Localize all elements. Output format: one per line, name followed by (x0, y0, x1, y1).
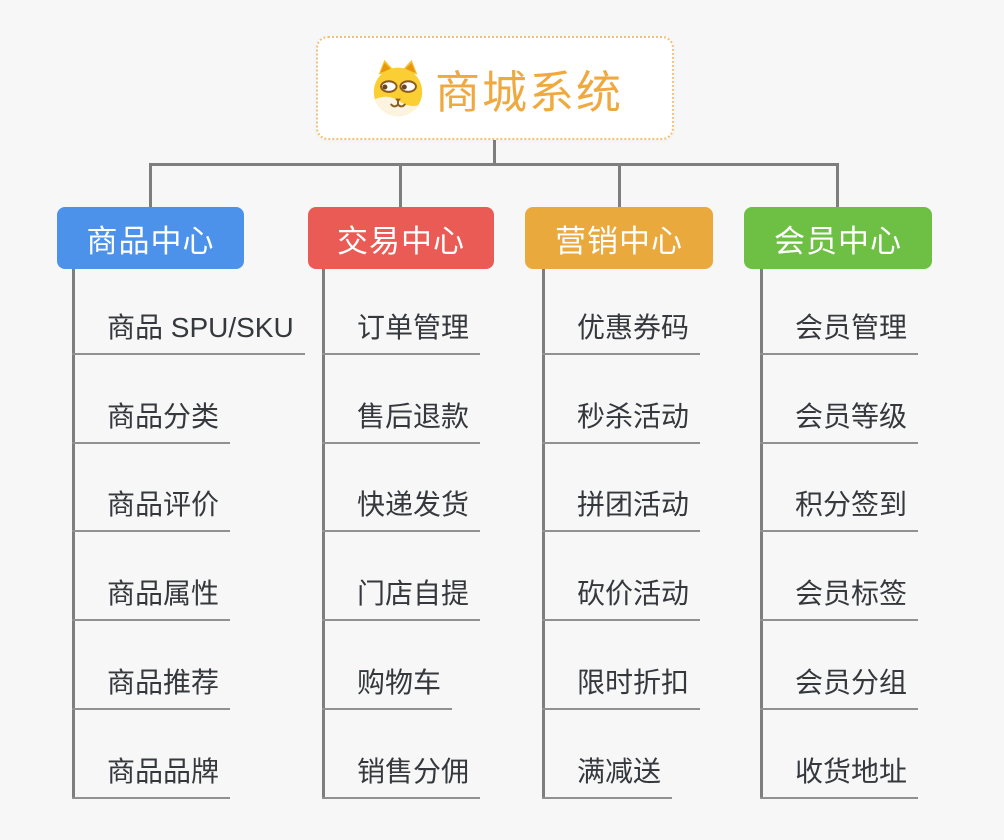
tree-item-label[interactable]: 收货地址 (760, 750, 919, 799)
tree-item-label[interactable]: 限时折扣 (542, 661, 701, 710)
tree-item: 满减送 (542, 710, 804, 799)
connector-stub-branch-2 (399, 163, 402, 208)
tree-item-label[interactable]: 商品品牌 (72, 750, 231, 799)
tree-item-label[interactable]: 销售分佣 (322, 750, 481, 799)
tree-item-label[interactable]: 门店自提 (322, 572, 481, 622)
tree-item-label[interactable]: 会员管理 (760, 306, 919, 355)
tree-item-label[interactable]: 满减送 (542, 750, 673, 799)
tree-item: 商品品牌 (72, 710, 334, 799)
branch-header-trade-center[interactable]: 交易中心 (308, 207, 494, 269)
root-title: 商城系统 (434, 66, 623, 118)
branch-header-marketing-center[interactable]: 营销中心 (525, 207, 713, 269)
tree-item-label[interactable]: 会员标签 (760, 572, 919, 622)
tree-item: 拼团活动 (542, 444, 804, 533)
tree-item: 快递发货 (322, 444, 584, 533)
tree-item-label[interactable]: 购物车 (322, 661, 453, 710)
shiba-dog-icon (373, 59, 423, 117)
tree-item-label[interactable]: 会员等级 (760, 395, 919, 444)
tree-item: 销售分佣 (322, 710, 584, 799)
tree-item-label[interactable]: 快递发货 (322, 483, 481, 533)
branch-items-trade-center: 订单管理 售后退款 快递发货 门店自提 购物车 销售分佣 (322, 266, 584, 799)
tree-item: 收货地址 (760, 710, 1004, 799)
connector-trunk-branch-2 (322, 269, 325, 799)
branch-header-member-center[interactable]: 会员中心 (744, 207, 932, 269)
tree-item: 会员标签 (760, 532, 1004, 622)
tree-item-label[interactable]: 优惠券码 (542, 306, 701, 355)
tree-item-label[interactable]: 商品 SPU/SKU (72, 306, 305, 355)
tree-item: 会员等级 (760, 355, 1004, 444)
connector-stub-branch-3 (618, 163, 621, 208)
tree-item-label[interactable]: 砍价活动 (542, 572, 701, 622)
tree-item: 秒杀活动 (542, 355, 804, 444)
tree-item: 订单管理 (322, 266, 584, 355)
tree-item-label[interactable]: 商品属性 (72, 572, 231, 622)
tree-item-label[interactable]: 商品评价 (72, 483, 231, 533)
connector-bus (149, 163, 839, 166)
tree-item: 会员管理 (760, 266, 1004, 355)
branch-header-label: 会员中心 (774, 223, 902, 259)
branch-header-label: 交易中心 (337, 223, 465, 259)
connector-trunk-branch-1 (72, 269, 75, 799)
tree-item: 商品推荐 (72, 621, 334, 710)
connector-trunk-branch-3 (542, 269, 545, 799)
tree-item-label[interactable]: 商品分类 (72, 395, 231, 444)
tree-item-label[interactable]: 拼团活动 (542, 483, 701, 533)
connector-root-trunk (493, 140, 496, 164)
root-node[interactable]: 商城系统 (316, 36, 674, 140)
tree-item: 会员分组 (760, 621, 1004, 710)
tree-item-label[interactable]: 秒杀活动 (542, 395, 701, 444)
branch-header-label: 商品中心 (86, 223, 215, 259)
connector-stub-branch-4 (836, 163, 839, 208)
connector-stub-branch-1 (149, 163, 152, 208)
tree-item: 积分签到 (760, 444, 1004, 533)
tree-item: 商品评价 (72, 444, 334, 533)
branch-items-product-center: 商品 SPU/SKU 商品分类 商品评价 商品属性 商品推荐 商品品牌 (72, 266, 334, 799)
tree-item: 售后退款 (322, 355, 584, 444)
tree-item-label[interactable]: 商品推荐 (72, 661, 231, 710)
tree-item-label[interactable]: 订单管理 (322, 306, 481, 355)
tree-item: 购物车 (322, 621, 584, 710)
tree-item-label[interactable]: 售后退款 (322, 395, 481, 444)
branch-header-product-center[interactable]: 商品中心 (57, 207, 244, 269)
tree-item: 商品分类 (72, 355, 334, 444)
tree-item: 砍价活动 (542, 532, 804, 622)
connector-trunk-branch-4 (760, 269, 763, 799)
tree-item: 限时折扣 (542, 621, 804, 710)
tree-item-label[interactable]: 会员分组 (760, 661, 919, 710)
tree-item: 门店自提 (322, 532, 584, 622)
branch-header-label: 营销中心 (555, 223, 683, 259)
tree-item: 商品 SPU/SKU (72, 266, 334, 355)
tree-item: 优惠券码 (542, 266, 804, 355)
branch-items-marketing-center: 优惠券码 秒杀活动 拼团活动 砍价活动 限时折扣 满减送 (542, 266, 804, 799)
tree-item-label[interactable]: 积分签到 (760, 483, 919, 533)
tree-item: 商品属性 (72, 532, 334, 622)
branch-items-member-center: 会员管理 会员等级 积分签到 会员标签 会员分组 收货地址 (760, 266, 1004, 799)
